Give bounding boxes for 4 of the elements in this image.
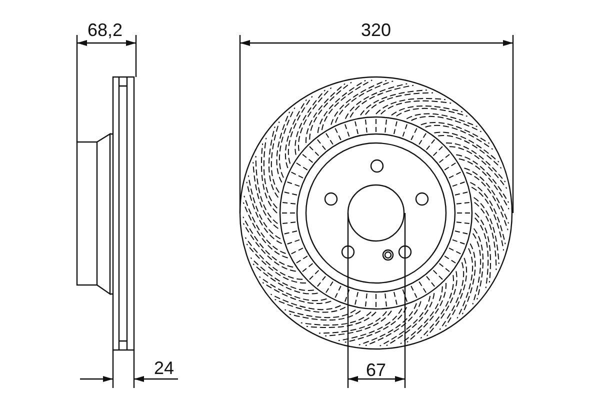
dimension-label: 67: [366, 361, 386, 379]
dimension-label: 68,2: [87, 21, 123, 39]
dimension-label: 24: [154, 359, 174, 377]
dimension-label: 320: [360, 21, 392, 39]
